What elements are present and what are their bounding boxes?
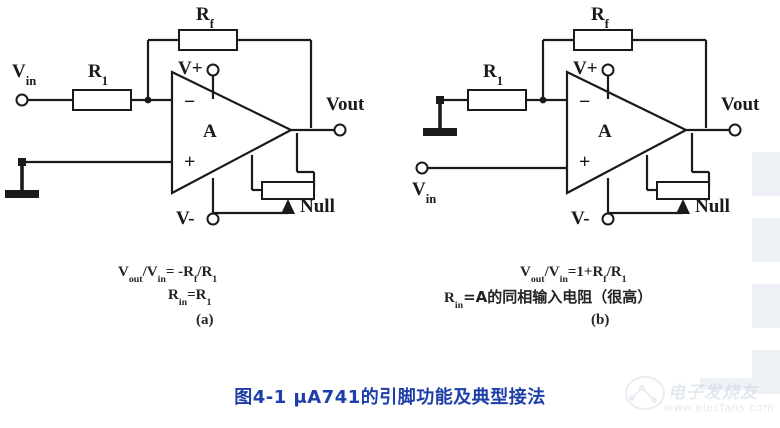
a-formula-rin-r1: R [195, 287, 207, 303]
a-formula-r1-sub: 1 [212, 274, 218, 286]
a-formula-slash1: / [142, 264, 147, 280]
a-label-r1-sub: 1 [101, 73, 108, 88]
watermark-bar [700, 378, 752, 390]
panel-label-b: (b) [591, 312, 610, 328]
b-label-rf-sub: f [604, 16, 609, 31]
watermark-brand: 电子发烧友 [668, 383, 758, 403]
b-label-vminus: V- [571, 208, 590, 229]
b-label-inverting-input: − [579, 91, 591, 113]
b-vin-terminal [415, 161, 429, 175]
a-label-vplus: V+ [178, 58, 203, 79]
a-label-inverting-input: − [184, 91, 196, 113]
b-wiper-arrow-icon [676, 199, 690, 214]
a-formula-v-out: V [118, 264, 129, 280]
a-formula-rf: R [183, 264, 194, 280]
b-label-vin-sub: in [425, 191, 437, 206]
watermark-bar [752, 350, 780, 394]
b-label-noninverting-input: + [579, 151, 591, 173]
b-formula-rf-sub: f [603, 274, 607, 286]
a-ground-node-dot [18, 158, 26, 166]
b-ground-symbol [423, 128, 457, 136]
watermark-url: www.elecfans.com [664, 401, 775, 414]
b-formula-slash1: / [544, 264, 549, 280]
b-label-null: Null [695, 196, 730, 217]
b-vminus-terminal [601, 212, 615, 226]
a-label-amp: A [203, 121, 217, 142]
a-label-vout: Vout [326, 94, 365, 115]
b-formula-v-in-sub: in [559, 274, 568, 286]
a-formula-v-out-sub: out [128, 274, 143, 286]
a-formula-rf-sub: f [193, 274, 198, 286]
a-vplus-terminal [206, 63, 220, 77]
a-label-null: Null [300, 196, 335, 217]
a-label-r1-text: R [88, 61, 102, 82]
b-formula-v-in: V [548, 264, 560, 280]
b-formula-r1-sub: 1 [621, 274, 627, 286]
a-label-vin-text: V [12, 61, 26, 82]
b-formula-rin-sub: in [454, 300, 464, 312]
a-formula-rin-r: R [168, 287, 179, 303]
b-label-r1: R1 [483, 61, 503, 87]
watermark-bar [752, 218, 780, 262]
a-label-vin: Vin [12, 61, 36, 87]
b-label-vin-text: V [412, 179, 426, 200]
a-formula-rin-r1-sub: 1 [206, 297, 212, 309]
b-label-rf: Rf [591, 4, 609, 30]
b-opamp-triangle [565, 70, 689, 195]
a-formula-v-in: V [146, 264, 158, 280]
a-formula-gain: Vout/Vin= -Rf/R1 [118, 264, 218, 286]
b-formula-gain: Vout/Vin=1+Rf/R1 [520, 264, 627, 286]
b-label-r1-text: R [483, 61, 497, 82]
a-opamp-triangle [170, 70, 294, 195]
b-formula-v-out: V [520, 264, 531, 280]
a-label-rf: Rf [196, 4, 214, 30]
a-vminus-terminal [206, 212, 220, 226]
watermark-bar [752, 152, 780, 196]
b-resistor-r1 [467, 89, 527, 111]
b-label-r1-sub: 1 [496, 73, 503, 88]
a-ground-symbol [5, 190, 39, 198]
b-formula-rin-description: =A的同相输入电阻（很高） [463, 288, 653, 306]
a-resistor-r1 [72, 89, 132, 111]
a-resistor-rf [178, 29, 238, 51]
b-vplus-terminal [601, 63, 615, 77]
b-formula-v-out-sub: out [530, 274, 545, 286]
b-formula-slash2: / [606, 264, 611, 280]
a-formula-r1: R [201, 264, 213, 280]
b-formula-rf: R [592, 264, 604, 280]
b-label-vout: Vout [721, 94, 760, 115]
b-formula-r1: R [610, 264, 622, 280]
b-vout-terminal [728, 123, 742, 137]
a-label-noninverting-input: + [184, 151, 196, 173]
figure-caption: 图4-1 μA741的引脚功能及典型接法 [234, 387, 546, 408]
b-formula-eq: =1+ [567, 264, 593, 280]
a-formula-rin-sub: in [178, 297, 188, 309]
a-vin-terminal [15, 93, 29, 107]
b-formula-rin-r: R [444, 290, 455, 306]
b-label-amp: A [598, 121, 612, 142]
b-formula-rin: Rin=A的同相输入电阻（很高） [444, 286, 653, 312]
b-label-rf-text: R [591, 4, 605, 25]
a-vout-terminal [333, 123, 347, 137]
a-wiper-arrow-icon [281, 199, 295, 214]
a-formula-rin: Rin=R1 [168, 287, 212, 309]
b-label-vin: Vin [412, 179, 436, 205]
b-ground-node-dot [436, 96, 444, 104]
a-formula-v-in-sub: in [157, 274, 166, 286]
a-label-vin-sub: in [25, 73, 37, 88]
panel-label-a: (a) [196, 312, 214, 328]
a-formula-slash2: / [197, 264, 202, 280]
a-formula-eq: = - [165, 264, 184, 280]
a-label-rf-sub: f [209, 16, 214, 31]
b-label-vplus: V+ [573, 58, 598, 79]
watermark-bar [752, 284, 780, 328]
a-label-r1: R1 [88, 61, 108, 87]
watermark-circuit-icon [625, 376, 665, 410]
watermark-logo: 电子发烧友 www.elecfans.com [624, 374, 776, 426]
a-label-vminus: V- [176, 208, 195, 229]
a-label-rf-text: R [196, 4, 210, 25]
a-formula-rin-eq: = [187, 287, 196, 303]
b-resistor-rf [573, 29, 633, 51]
